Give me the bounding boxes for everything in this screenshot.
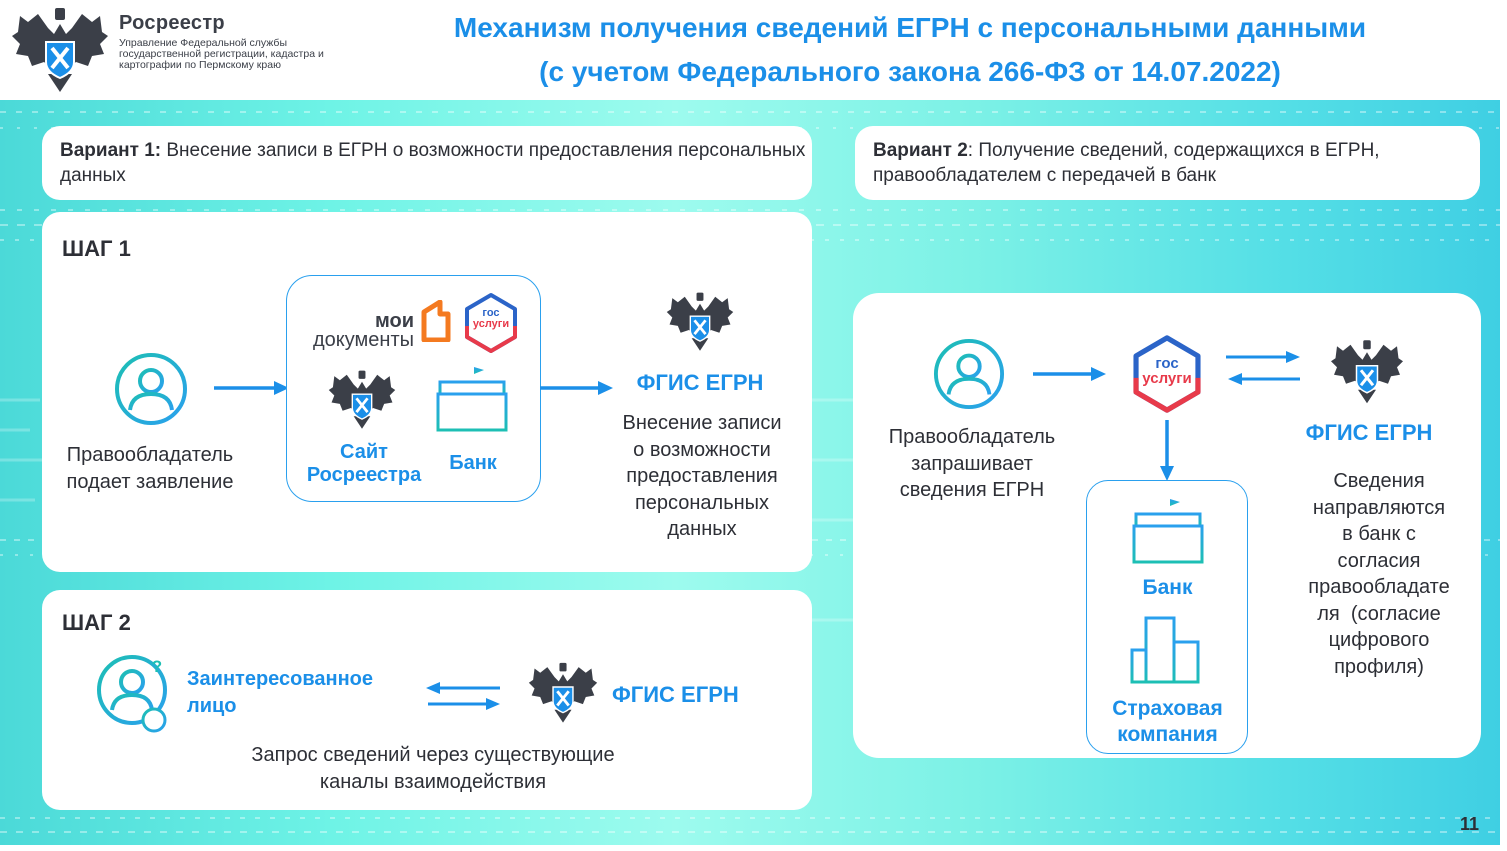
variant2-person-line: сведения ЕГРН: [899, 479, 1045, 501]
arrow-right-icon: [1033, 367, 1106, 381]
fgis-egrn-emblem-icon: [666, 292, 734, 351]
interested-party-line1: Заинтересованное: [187, 668, 374, 690]
insurance-building-icon: [1130, 616, 1204, 686]
gosuslugi-logo-text: гос услуги: [1132, 356, 1202, 386]
gosuslugi-line2: услуги: [1142, 370, 1192, 387]
variant2-text: Вариант 2: Получение сведений, содержащи…: [873, 138, 1480, 188]
variant1-text: Вариант 1: Внесение записи в ЕГРН о возм…: [60, 138, 812, 188]
moi-dokumenty-logo: мои документы: [302, 310, 414, 351]
rosreestr-emblem-icon: [328, 370, 396, 429]
step1-result-line: данных: [667, 518, 737, 540]
step2-title: ШАГ 2: [62, 610, 131, 635]
bidirectional-arrows-icon: [426, 682, 500, 710]
site-label-line1: Сайт: [340, 441, 388, 463]
variant2-result-line: Сведения: [1333, 470, 1425, 492]
variant2-person-line: запрашивает: [911, 452, 1033, 475]
step1-result-line: персональных: [634, 491, 770, 514]
step1-result-line: Внесение записи: [622, 412, 782, 434]
person-question-icon: [97, 655, 167, 733]
step1-fgis-label: ФГИС ЕГРН: [636, 370, 764, 395]
moi-logo-line2: документы: [313, 329, 414, 351]
step1-person-text: Правообладатель подает заявление: [50, 442, 250, 496]
step1-person-line1: Правообладатель: [66, 444, 234, 466]
rosreestr-emblem-icon: [12, 8, 108, 92]
variant1-label: Вариант 1:: [60, 140, 162, 161]
step2-desc-line2: каналы взаимодействия: [319, 771, 547, 793]
page-number: 11: [1460, 814, 1480, 834]
gosuslugi-logo-icon: [1133, 335, 1201, 413]
variant2-result-line: правообладате: [1308, 576, 1450, 598]
bank-building-icon: [434, 366, 510, 435]
person-icon: [115, 353, 187, 425]
page-title-line1: Механизм получения сведений ЕГРН с персо…: [453, 12, 1367, 43]
step1-person-line2: подает заявление: [66, 471, 234, 493]
variant2-result-line: цифрового: [1328, 629, 1430, 651]
question-mark: ?: [151, 657, 163, 676]
arrow-right-icon: [540, 381, 613, 395]
gosuslugi-line2: услуги: [472, 318, 510, 330]
bidirectional-arrows-icon: [1226, 351, 1300, 385]
step1-result-line: предоставления: [626, 465, 778, 487]
step2-card: [42, 590, 812, 810]
rosreestr-site-label: Сайт Росреестра: [300, 441, 428, 487]
gosuslugi-logo-icon: [465, 293, 517, 353]
org-name: Росреестр: [119, 12, 225, 34]
variant2-description: : Получение сведений, содержащихся в ЕГР…: [873, 140, 1380, 186]
gosuslugi-line1: гос: [482, 307, 500, 319]
variant2-fgis-label: ФГИС ЕГРН: [1305, 420, 1433, 445]
step1-title: ШАГ 1: [62, 236, 131, 261]
fgis-egrn-emblem-icon: [528, 662, 598, 723]
step2-desc-line1: Запрос сведений через существующие: [251, 744, 615, 766]
insurance-company-label: Страховая компания: [1090, 696, 1245, 748]
org-subtitle: Управление Федеральной службы государств…: [119, 37, 324, 71]
insurance-line2: компания: [1117, 723, 1218, 746]
header: Росреестр Управление Федеральной службы …: [0, 0, 1507, 100]
fgis-egrn-emblem-icon: [1331, 340, 1403, 404]
interested-party-line2: лицо: [187, 695, 237, 717]
variant2-result-line: ля (согласие: [1317, 602, 1441, 625]
step1-result-line: о возможности: [633, 438, 771, 461]
arrow-down-icon: [1160, 420, 1174, 481]
site-label-line2: Росреестра: [306, 464, 422, 486]
step1-bank-label: Банк: [449, 452, 497, 474]
variant1-card: Вариант 1: Внесение записи в ЕГРН о возм…: [42, 126, 812, 200]
variant2-result-line: в банк с: [1342, 523, 1416, 545]
person-icon: [933, 338, 1005, 410]
variant2-result-line: направляются: [1312, 496, 1446, 519]
moi-logo-line1: мои: [374, 310, 414, 332]
interested-party-label: Заинтересованное лицо: [187, 666, 373, 720]
variant2-result-line: профиля): [1334, 655, 1424, 678]
step2-description: Запрос сведений через существующие канал…: [200, 742, 666, 796]
variant2-result-text: Сведения направляются в банк с согласия …: [1288, 468, 1470, 680]
variant2-result-line: согласия: [1337, 549, 1421, 572]
variant2-person-line: Правообладатель: [888, 426, 1056, 448]
bank-building-icon: [1130, 498, 1206, 567]
variant2-label: Вариант 2: [873, 140, 968, 161]
step2-fgis-label: ФГИС ЕГРН: [612, 682, 739, 707]
arrow-right-icon: [214, 381, 289, 395]
variant2-bank-label: Банк: [1142, 576, 1193, 599]
insurance-line1: Страховая: [1112, 697, 1223, 720]
gosuslugi-logo-text: гос услуги: [468, 308, 514, 330]
gosuslugi-line1: гос: [1155, 355, 1179, 372]
variant2-person-text: Правообладатель запрашивает сведения ЕГР…: [872, 424, 1072, 504]
page-title-line2: (с учетом Федерального закона 266-ФЗ от …: [539, 56, 1281, 87]
step1-result-text: Внесение записи о возможности предоставл…: [600, 410, 804, 543]
variant2-card: Вариант 2: Получение сведений, содержащи…: [855, 126, 1480, 200]
variant1-description: Внесение записи в ЕГРН о возможности пре…: [60, 140, 806, 186]
moi-dokumenty-icon: [421, 300, 451, 342]
